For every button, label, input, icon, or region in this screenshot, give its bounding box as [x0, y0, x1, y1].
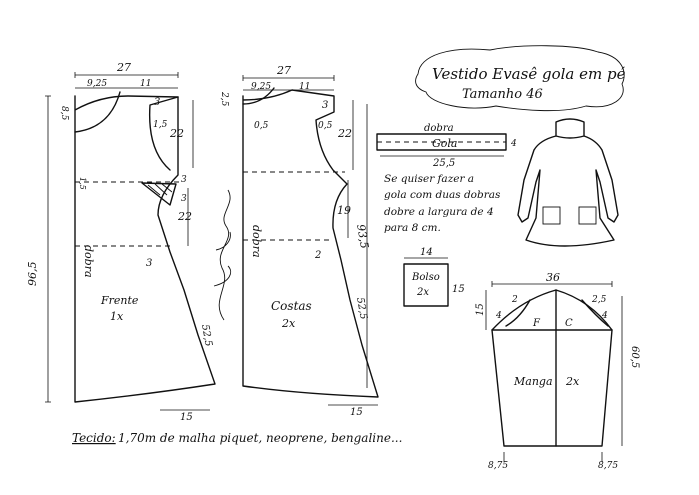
- front-name: Frente: [100, 294, 139, 307]
- back-width-top: 27: [276, 64, 291, 77]
- title-line-2: Tamanho 46: [462, 87, 543, 102]
- front-width-top: 27: [116, 61, 131, 74]
- front-hem-flare: 15: [180, 412, 193, 423]
- back-length: 93,5: [354, 223, 371, 249]
- back-shoulder-drop: 3: [322, 100, 328, 111]
- back-hem-flare: 15: [350, 407, 363, 418]
- collar-note-2: gola com duas dobras: [384, 189, 501, 201]
- front-hip-tick: 3: [146, 258, 152, 269]
- signature-watermark: [213, 189, 232, 321]
- back-neck-depth: 2,5: [219, 91, 229, 107]
- sleeve-tick-right-2: 4: [601, 311, 608, 321]
- pocket-piece: 14 15 Bolso 2x: [403, 247, 465, 307]
- sleeve-front-mark: F: [532, 318, 541, 329]
- sleeve-cap-height: 15: [475, 303, 486, 316]
- title-bubble: Vestido Evasê gola em pé Tamanho 46: [415, 45, 626, 112]
- dress-sketch-illustration: [517, 118, 619, 247]
- collar-piece: dobra Gola 4 25,5 Se quiser fazer a gola…: [376, 123, 517, 234]
- front-length: 96,5: [26, 262, 39, 287]
- collar-length: 25,5: [432, 158, 455, 169]
- back-name: Costas: [271, 299, 312, 313]
- sleeve-tick-left-1: 2: [511, 295, 518, 305]
- back-armhole-tick-left: 0,5: [254, 121, 269, 131]
- back-pattern: dobra 27 9,25 11 2,5 3 0,5 0,5 22 19 2 9…: [219, 64, 379, 418]
- front-shoulder-drop: 3: [154, 97, 160, 108]
- front-side-len: 52,5: [199, 324, 214, 348]
- collar-height: 4: [510, 139, 517, 149]
- front-dart-small-3: 1,5: [78, 177, 87, 190]
- sleeve-name: Manga: [513, 375, 553, 388]
- sleeve-cuff-right: 8,75: [598, 461, 618, 471]
- sleeve-length: 60,5: [629, 346, 640, 368]
- front-shoulder-width: 11: [140, 79, 151, 89]
- sleeve-tick-right-1: 2,5: [591, 295, 607, 305]
- back-fold-label: dobra: [250, 225, 263, 258]
- front-armhole-depth: 22: [169, 127, 184, 140]
- fabric-note: Tecido: 1,70m de malha piquet, neoprene,…: [72, 431, 402, 445]
- front-neck-width: 9,25: [87, 79, 107, 89]
- front-dart-small-1: 3: [181, 175, 187, 185]
- front-armhole-tick: 1,5: [153, 120, 168, 130]
- collar-note-3: dobre a largura de 4: [384, 206, 494, 218]
- pocket-qty: 2x: [416, 287, 429, 298]
- back-neck-width: 9,25: [251, 82, 271, 92]
- fabric-text: 1,70m de malha piquet, neoprene, bengali…: [118, 431, 402, 445]
- sleeve-back-mark: C: [565, 318, 573, 329]
- back-armhole-tick-right: 0,5: [318, 121, 333, 131]
- back-waist-tick: 19: [337, 204, 351, 217]
- sleeve-qty: 2x: [565, 375, 580, 388]
- sleeve-width: 36: [546, 271, 560, 284]
- back-armhole-depth: 22: [337, 127, 352, 140]
- pocket-name: Bolso: [411, 272, 440, 283]
- front-qty: 1x: [110, 310, 124, 323]
- front-pattern: dobra 27 9,25 11 8,5 3 1,5 22 3 3 22 1,5…: [26, 61, 216, 423]
- front-dart-small-2: 3: [181, 194, 187, 204]
- title-line-1: Vestido Evasê gola em pé: [432, 65, 626, 83]
- fabric-label: Tecido:: [72, 431, 116, 445]
- front-fold-label: dobra: [82, 245, 95, 278]
- sleeve-piece: 36 15 60,5 F C 2 4 2,5 4 Manga 2x 8,75 8…: [475, 271, 640, 471]
- back-qty: 2x: [281, 317, 296, 330]
- collar-note-1: Se quiser fazer a: [384, 173, 474, 185]
- pocket-height: 15: [452, 284, 465, 295]
- collar-note-4: para 8 cm.: [384, 222, 441, 234]
- collar-fold-label: dobra: [424, 123, 454, 134]
- sleeve-tick-left-2: 4: [495, 311, 502, 321]
- front-dart-len: 22: [177, 210, 192, 223]
- back-hip-tick: 2: [314, 250, 321, 261]
- sleeve-cuff-left: 8,75: [488, 461, 508, 471]
- back-side-len: 52,5: [354, 297, 369, 321]
- back-shoulder-width: 11: [299, 82, 310, 92]
- pocket-width: 14: [420, 247, 433, 258]
- collar-name: Gola: [432, 137, 458, 150]
- front-neck-depth: 8,5: [59, 106, 69, 121]
